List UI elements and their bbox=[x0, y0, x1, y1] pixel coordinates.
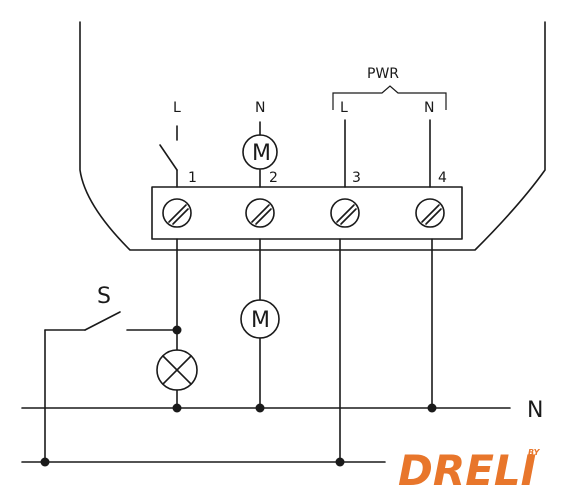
junction-l-switch bbox=[40, 457, 50, 467]
pwr-label: PWR bbox=[367, 66, 399, 82]
device-housing bbox=[79, 21, 546, 251]
junction-switch-lamp bbox=[172, 325, 182, 335]
screw-terminal-1 bbox=[162, 198, 192, 228]
terminal-2-neutral-label: N bbox=[255, 100, 265, 116]
screw-terminal-4 bbox=[415, 198, 445, 228]
switch-s bbox=[44, 311, 178, 331]
terminal-block bbox=[151, 186, 463, 240]
terminal-number-1: 1 bbox=[188, 170, 197, 186]
terminal-number-4: 4 bbox=[438, 170, 447, 186]
switch-label: S bbox=[97, 284, 111, 309]
terminal-3-line-label: L bbox=[340, 100, 348, 116]
internal-motor-symbol: M bbox=[242, 121, 278, 188]
terminal-number-2: 2 bbox=[269, 170, 278, 186]
junction-n-terminal-4 bbox=[427, 403, 437, 413]
dreli-logo-text: DRELI bbox=[398, 446, 536, 495]
pwr-bracket bbox=[332, 85, 447, 110]
screw-terminal-3 bbox=[330, 198, 360, 228]
lamp-symbol bbox=[156, 349, 198, 391]
dreli-logo: DRELI BY bbox=[398, 446, 541, 495]
terminal-1-line-label: L bbox=[173, 100, 181, 116]
external-motor-symbol: M bbox=[240, 299, 280, 339]
internal-motor-label: M bbox=[252, 141, 271, 166]
terminal-4-neutral-label: N bbox=[424, 100, 434, 116]
junction-n-lamp bbox=[172, 403, 182, 413]
junction-l-terminal-3 bbox=[335, 457, 345, 467]
external-motor-label: M bbox=[251, 308, 270, 333]
dreli-logo-small: BY bbox=[528, 448, 541, 457]
screw-terminal-2 bbox=[245, 198, 275, 228]
neutral-bus-label: N bbox=[527, 398, 543, 423]
junction-n-motor bbox=[255, 403, 265, 413]
internal-relay-contact bbox=[159, 125, 178, 188]
terminal-number-3: 3 bbox=[352, 170, 361, 186]
